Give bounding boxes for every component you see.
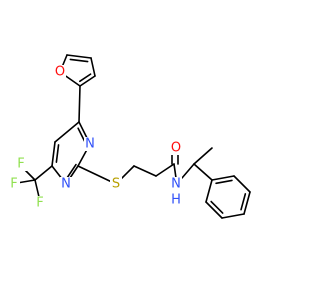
atom-F-left: F bbox=[15, 157, 27, 172]
atom-label-F-left: F bbox=[17, 157, 24, 172]
atom-label-N-ring-bottom: N bbox=[61, 177, 71, 192]
bond-furan-C4-C5 bbox=[66, 54, 92, 59]
atom-label-O-carbonyl: O bbox=[171, 141, 181, 156]
bond-furan-C4-C5-double bbox=[69, 58, 89, 63]
bond-furan-C2-C3 bbox=[79, 75, 96, 87]
atom-S: S bbox=[110, 177, 122, 192]
atom-label-N-ring-top: N bbox=[85, 137, 95, 152]
bond-pyrimidine-C2-N1-double bbox=[66, 163, 77, 179]
atom-label-N-amide: N bbox=[171, 177, 181, 192]
atom-O-furan: O bbox=[54, 65, 66, 80]
atom-F-bottom: F bbox=[34, 196, 46, 211]
bond-CH2-CO bbox=[155, 163, 175, 177]
bond-phenyl-1 bbox=[233, 175, 251, 193]
atom-label-F-bottom: F bbox=[36, 196, 43, 211]
atom-F-top: F bbox=[8, 177, 20, 192]
bond-phenyl-4 bbox=[205, 201, 223, 219]
bond-phenyl-double-2 bbox=[240, 193, 247, 211]
bond-N-CH bbox=[181, 163, 195, 179]
bond-phenyl-3 bbox=[221, 213, 245, 219]
bond-phenyl-5 bbox=[205, 179, 213, 203]
bond-pyrimidine-C6-C5-double bbox=[55, 144, 60, 163]
atom-N-amide: N bbox=[170, 177, 182, 192]
atom-label-S: S bbox=[112, 177, 120, 192]
atom-label-H-amide: H bbox=[171, 193, 181, 208]
bond-pyrimidine-C6-C5 bbox=[51, 141, 56, 167]
bond-furan-to-pyrimidine bbox=[78, 85, 81, 123]
atom-label-O-furan: O bbox=[55, 65, 65, 80]
atom-H-amide: H bbox=[170, 193, 182, 208]
bond-phenyl-0 bbox=[211, 175, 235, 181]
molecule-structure: O N N F F F S O bbox=[8, 54, 251, 219]
bond-CH-CH3 bbox=[193, 147, 213, 165]
atom-N-ring-top: N bbox=[84, 137, 96, 152]
atom-label-F-top: F bbox=[10, 177, 17, 192]
bond-phenyl-2 bbox=[243, 191, 251, 215]
atom-label-layer: O N N F F F S O bbox=[8, 65, 182, 211]
bond-C-N bbox=[173, 163, 177, 179]
bond-C6-CF3 bbox=[34, 165, 53, 181]
bond-phenyl-double-4 bbox=[210, 200, 224, 214]
bond-CF3-F-bottom bbox=[34, 179, 40, 198]
bond-pyrimidine-C5-C4 bbox=[54, 121, 80, 143]
bond-layer bbox=[16, 54, 251, 219]
bond-furan-C3-C4 bbox=[90, 57, 96, 77]
bond-phenyl-double-0 bbox=[215, 179, 233, 185]
bond-C2-S bbox=[77, 165, 117, 185]
bond-CH2-CH2 bbox=[133, 165, 157, 177]
atom-O-carbonyl: O bbox=[170, 141, 182, 156]
atom-N-ring-bottom: N bbox=[60, 177, 72, 192]
bond-CH-phenyl bbox=[193, 163, 213, 181]
bond-furan-C2-C3-double bbox=[78, 73, 92, 83]
